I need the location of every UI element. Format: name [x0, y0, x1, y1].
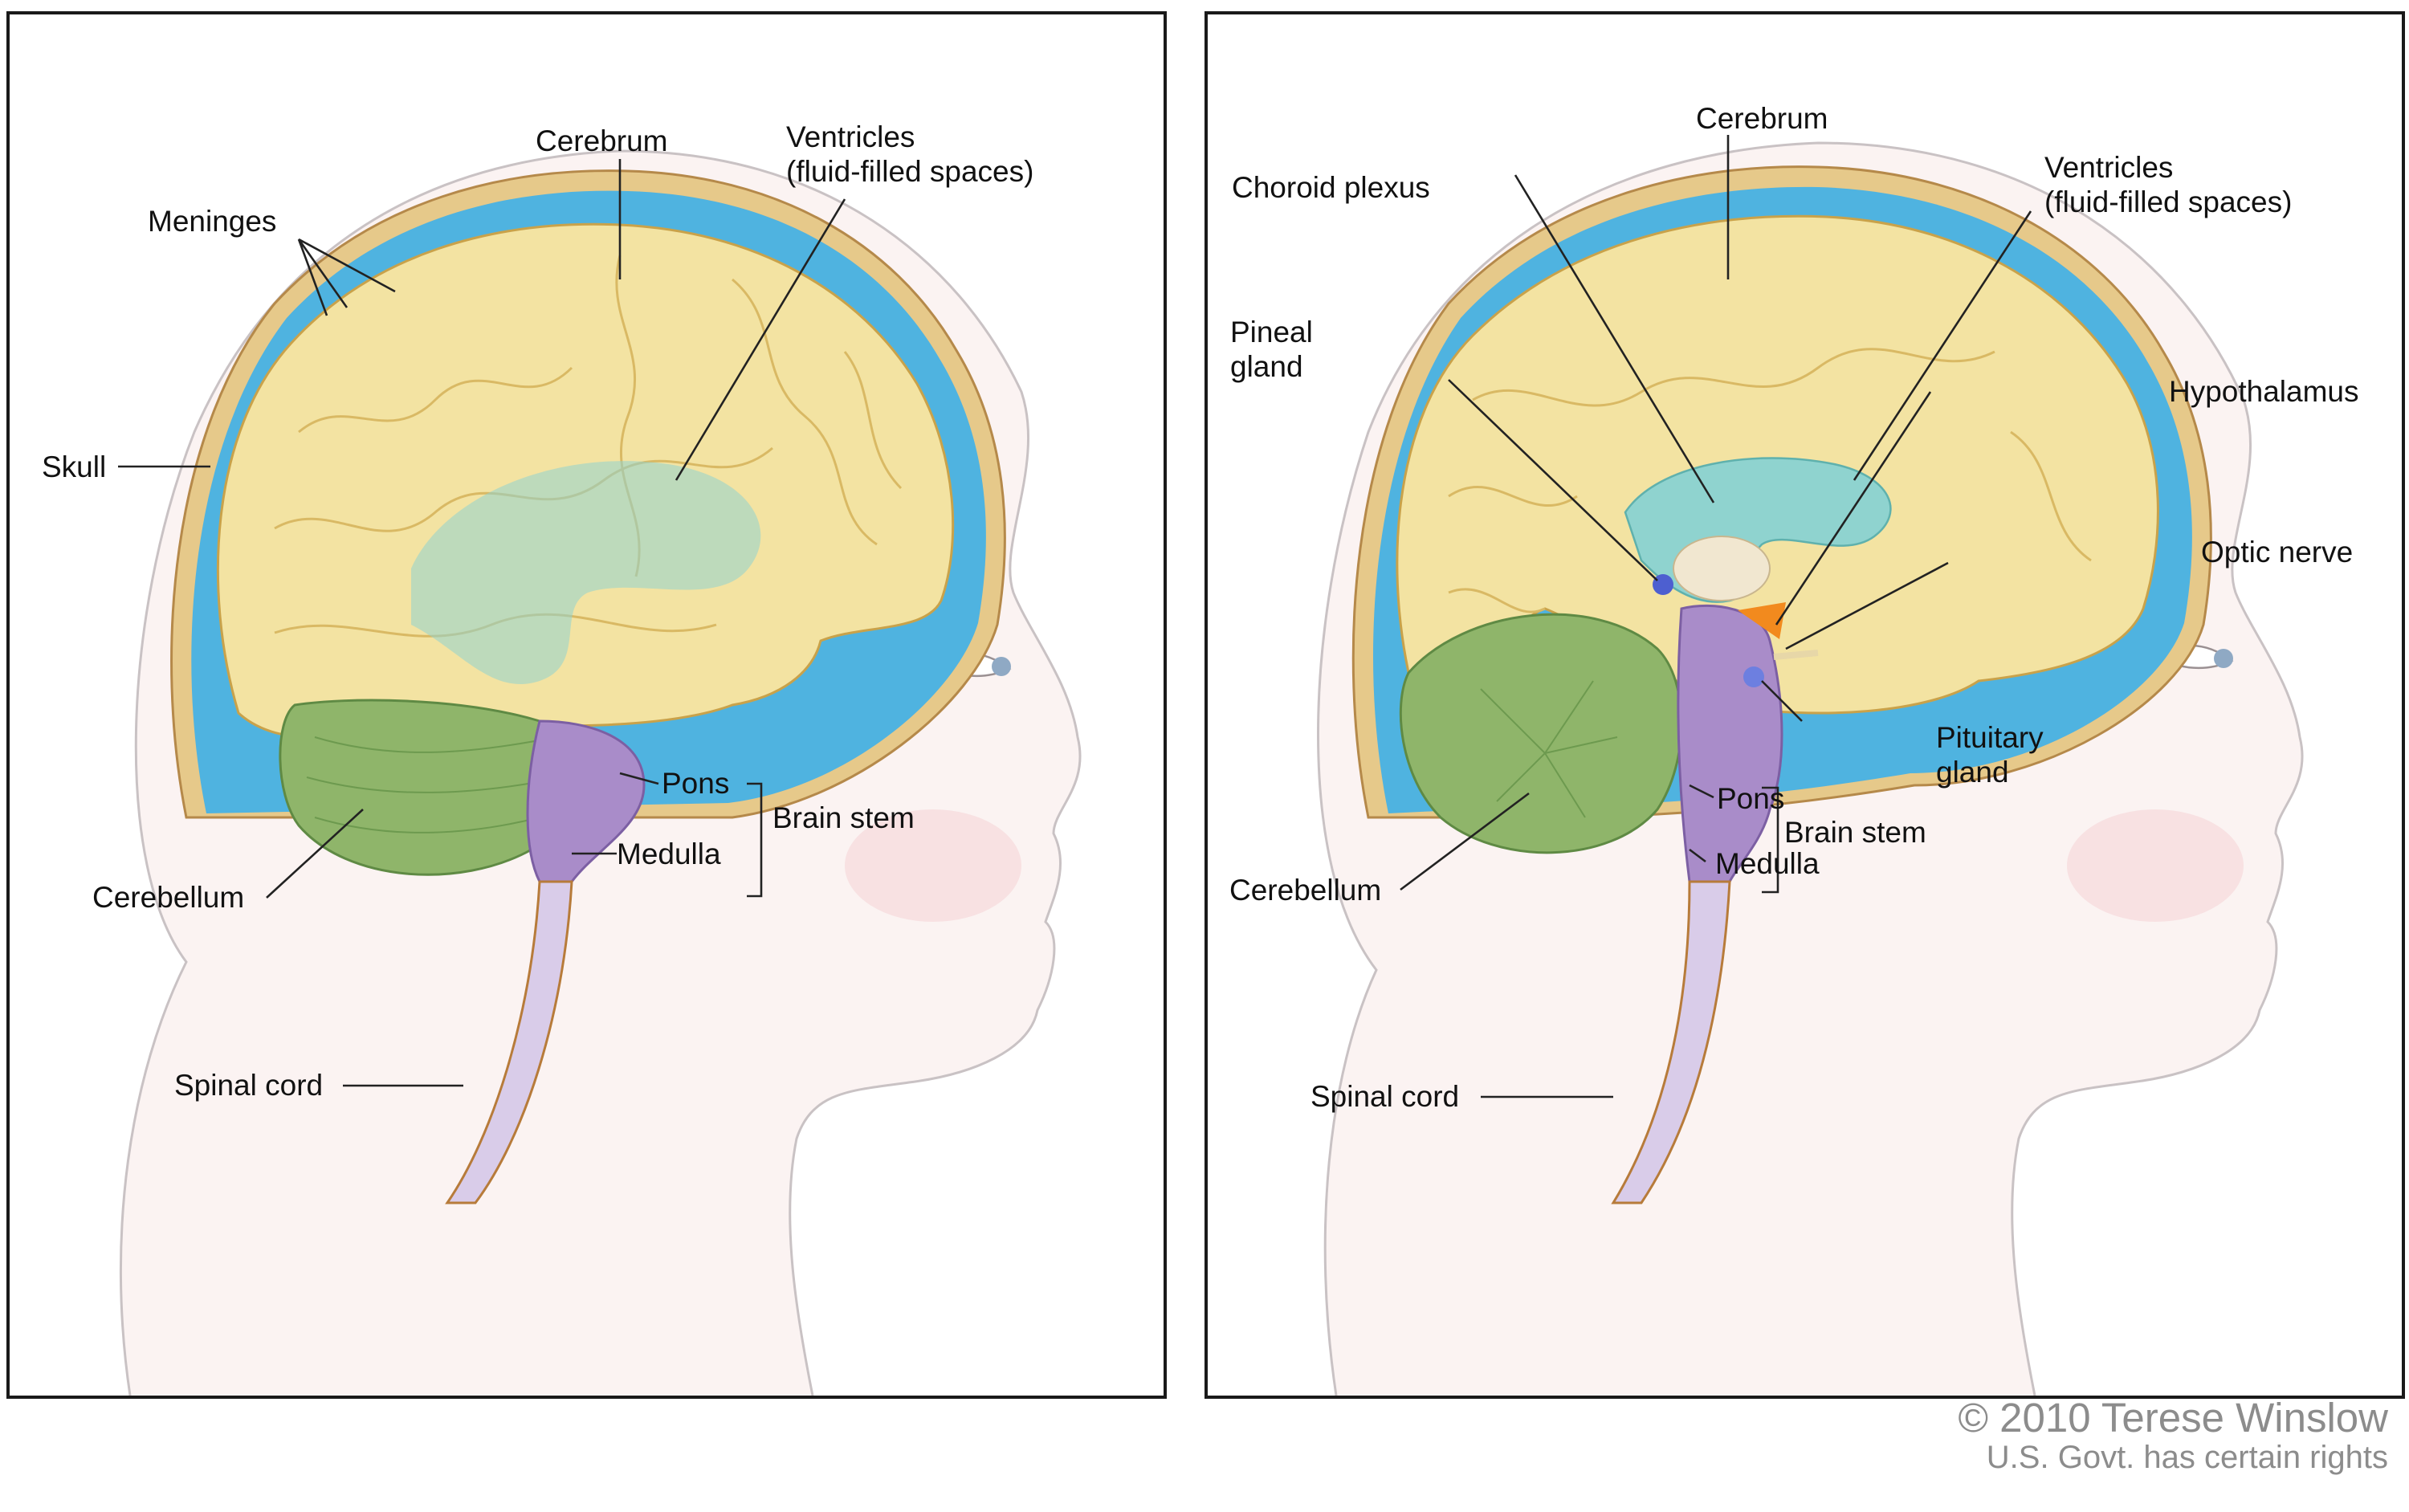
label-cerebrum: Cerebrum: [536, 124, 668, 157]
label-brain-stem: Brain stem: [772, 801, 915, 834]
lateral-view-panel: Cerebrum Ventricles (fluid-filled spaces…: [6, 11, 1167, 1399]
cerebellum-leader: [1400, 792, 1530, 891]
label-cerebrum: Cerebrum: [1696, 102, 1828, 135]
thalamus: [1673, 536, 1771, 601]
label-pineal-line1: Pineal: [1230, 316, 1313, 348]
label-brain-stem: Brain stem: [1784, 816, 1926, 849]
sagittal-view-panel: Cerebrum Choroid plexus Ventricles (flui…: [1204, 11, 2405, 1399]
label-ventricles-line2: (fluid-filled spaces): [2044, 185, 2292, 218]
brain-stem-bracket: [747, 782, 763, 898]
label-spinal-cord: Spinal cord: [1310, 1080, 1459, 1113]
arbor-vitae: [1480, 680, 1618, 818]
optic-nerve-shape: [1773, 650, 1819, 660]
label-medulla: Medulla: [1715, 847, 1820, 880]
label-pons: Pons: [662, 767, 729, 800]
ventricles-leader: [675, 198, 846, 481]
label-spinal-cord: Spinal cord: [174, 1069, 323, 1102]
cerebellum-shape: [1399, 613, 1683, 854]
label-meninges: Meninges: [148, 205, 276, 238]
pituitary-gland-shape: [1743, 666, 1764, 687]
gyri-lines: [1448, 348, 2092, 613]
pons-leader: [619, 772, 659, 785]
optic-nerve-leader: [1785, 561, 1949, 650]
hypothalamus-shape: [1738, 602, 1786, 639]
cheek-shading: [2067, 809, 2244, 922]
label-ventricles-line2: (fluid-filled spaces): [786, 155, 1033, 188]
pineal-gland-shape: [1653, 574, 1673, 595]
label-cerebellum: Cerebellum: [1229, 874, 1381, 907]
cerebellum-leader: [266, 809, 364, 899]
label-medulla: Medulla: [617, 838, 721, 870]
meninges-leader: [297, 238, 396, 316]
eye-iris: [2214, 649, 2233, 668]
choroid-plexus-leader: [1514, 174, 1715, 503]
eye-iris: [992, 657, 1011, 676]
spinal-cord-shape: [445, 880, 573, 1204]
label-ventricles-line1: Ventricles: [2044, 151, 2173, 184]
sagittal-brain-illustration: Cerebrum Choroid plexus Ventricles (flui…: [1229, 102, 2359, 1396]
spinal-cord-shape: [1611, 880, 1731, 1204]
medulla-leader: [1689, 848, 1706, 863]
lateral-brain-illustration: Cerebrum Ventricles (fluid-filled spaces…: [42, 120, 1082, 1396]
pineal-gland-leader: [1448, 379, 1658, 581]
label-optic-nerve: Optic nerve: [2201, 536, 2353, 569]
copyright-line: © 2010 Terese Winslow: [1958, 1395, 2388, 1441]
hypothalamus-leader: [1775, 391, 1932, 626]
brain-stem-bracket: [1762, 786, 1779, 894]
ventricles-shape: [411, 461, 761, 684]
label-skull: Skull: [42, 450, 106, 483]
cheek-shading: [845, 809, 1021, 922]
pituitary-gland-leader: [1761, 680, 1803, 722]
label-pituitary-line1: Pituitary: [1936, 721, 2044, 754]
ventricles-leader: [1853, 210, 2032, 481]
label-pineal-line2: gland: [1230, 350, 1303, 383]
pons-leader: [1689, 784, 1714, 799]
label-pons: Pons: [1717, 782, 1784, 815]
label-choroid-plexus: Choroid plexus: [1232, 171, 1430, 204]
label-cerebellum: Cerebellum: [92, 881, 244, 914]
rights-line: U.S. Govt. has certain rights: [1986, 1440, 2388, 1475]
label-pituitary-line2: gland: [1936, 756, 2009, 789]
brain-stem-shape: [526, 719, 646, 883]
label-hypothalamus: Hypothalamus: [2169, 375, 2359, 408]
label-ventricles-line1: Ventricles: [786, 120, 915, 153]
